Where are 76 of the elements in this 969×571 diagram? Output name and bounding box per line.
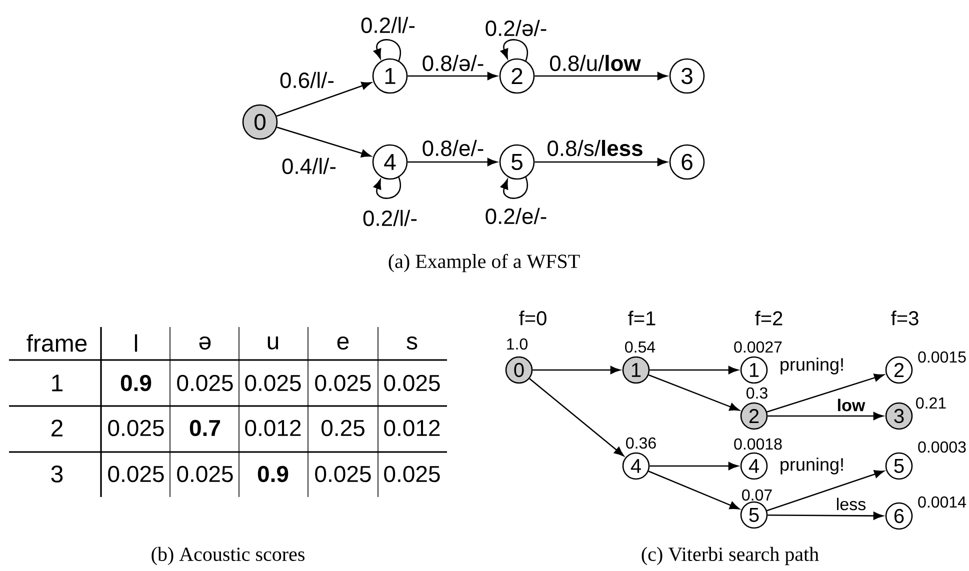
edge-label: 0.2/l/- <box>363 210 417 226</box>
score-label: 0.21 <box>916 397 946 409</box>
score-label: 0.0003 <box>918 441 966 453</box>
score-label: 0.0027 <box>734 341 782 353</box>
score-label: 0.0015 <box>918 351 966 363</box>
arrow <box>408 158 498 166</box>
edge-label: 0.8/e/- <box>422 140 484 156</box>
arrow <box>766 470 884 512</box>
frame-label: f=2 <box>755 310 782 326</box>
edge-label: 0.2/ə/- <box>486 20 546 36</box>
edge-label: 0.2/e/- <box>486 208 546 224</box>
table-cell: 0.025 <box>384 466 440 482</box>
edge-label: 0.8/s/less <box>548 140 642 156</box>
table-cell: 0.025 <box>177 466 233 482</box>
note-label: pruning! <box>780 358 843 374</box>
edge-label: 0.8/u/low <box>550 54 641 72</box>
table-cell: 0.012 <box>384 420 440 436</box>
frame-label: f=3 <box>891 310 918 326</box>
table-cell: u <box>268 336 278 350</box>
table-cell: 0.012 <box>245 420 301 436</box>
arrow <box>529 378 624 456</box>
loop-arrow <box>500 39 528 61</box>
frame-label: f=0 <box>519 310 546 326</box>
arrow <box>532 366 620 374</box>
arrow <box>648 470 740 510</box>
arrow <box>650 366 738 374</box>
edge-label: 0.4/l/- <box>282 158 336 174</box>
table-cell: 3 <box>51 466 63 482</box>
score-label: 0.0018 <box>734 438 782 450</box>
table-cell: ə <box>199 336 211 350</box>
note-label: pruning! <box>780 458 843 474</box>
edge-label: 0.6/l/- <box>280 72 334 88</box>
score-label: 0.54 <box>625 341 656 353</box>
arrow <box>408 72 498 80</box>
loop-arrow <box>373 177 401 199</box>
table-cell: 0.7 <box>190 420 220 436</box>
score-label: 0.07 <box>742 489 772 501</box>
loop-arrow <box>373 39 401 61</box>
table-cell: e <box>337 336 349 350</box>
frame-label: f=1 <box>628 310 656 326</box>
edge-label: low <box>838 398 866 412</box>
score-label: 0.3 <box>746 387 768 399</box>
table-cell: s <box>406 336 418 350</box>
arrow <box>766 374 884 412</box>
score-label: 0.0014 <box>918 496 966 508</box>
table-cell: 0.025 <box>315 466 371 482</box>
table-cell: 2 <box>52 420 62 436</box>
arrow <box>276 126 372 158</box>
loop-arrow <box>500 177 528 199</box>
table-cell: 0.025 <box>245 374 301 392</box>
table-cell: frame <box>26 334 87 352</box>
table-cell: l <box>134 334 138 352</box>
arrow <box>768 512 884 520</box>
caption: (a) Example of a WFST <box>388 254 580 272</box>
caption: (c) Viterbi search path <box>642 546 819 566</box>
arrow <box>276 82 372 117</box>
edge-label: 0.2/l/- <box>361 16 415 34</box>
table-cell: 0.025 <box>315 374 371 392</box>
edge-label: 0.8/ə/- <box>422 54 484 72</box>
table-cell: 0.9 <box>120 374 152 392</box>
table-cell: 0.025 <box>177 374 233 392</box>
table-cell: 1 <box>52 374 62 392</box>
table-cell: 0.9 <box>258 466 288 482</box>
caption: (b) Acoustic scores <box>152 546 304 566</box>
score-label: 1.0 <box>507 338 528 350</box>
score-label: 0.36 <box>626 437 656 449</box>
arrow <box>650 462 738 470</box>
table-cell: 0.025 <box>108 466 164 482</box>
arrow <box>534 72 668 80</box>
edge-label: less <box>837 498 866 510</box>
table-cell: 0.25 <box>322 420 364 436</box>
table-cell: 0.025 <box>384 374 440 392</box>
arrow <box>534 158 668 166</box>
table-cell: 0.025 <box>108 420 164 436</box>
arrow <box>648 374 740 411</box>
arrow <box>768 412 884 420</box>
